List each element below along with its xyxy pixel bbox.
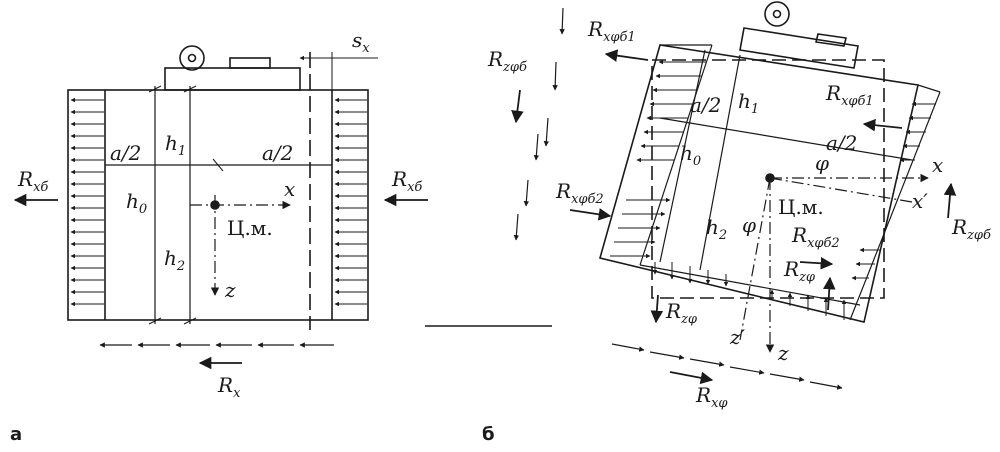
label-rxb-left: Rxб (17, 167, 48, 195)
label-a-half-left: a/2 (110, 141, 141, 165)
panel-a-labels: Rxб Rxб sx a/2 a/2 h1 h0 h2 x z Ц.м. Rx … (10, 28, 422, 445)
panel-b-a-half-line (659, 117, 913, 161)
label-rzphi-mid: Rzφ (783, 257, 816, 285)
label-z-prime: z′ (729, 325, 746, 349)
label-rzphib-right: Rzφб (951, 215, 991, 243)
label-center-mass: Ц.м. (227, 216, 273, 240)
label-rzphib-left: Rzφб (487, 47, 527, 75)
label-rxphib1-top: Rxφб1 (587, 17, 636, 45)
label-center-mass-b: Ц.м. (778, 195, 824, 219)
label-rxphi: Rxφ (695, 383, 728, 411)
panel-b-rxphib1-top-arrow (604, 49, 649, 62)
panel-a-vehicle-cab (229, 57, 271, 69)
label-h2-b: h2 (706, 215, 727, 243)
label-x-axis-b: x (932, 153, 943, 177)
panel-b-labels: Rxφб1 Rzφб Rxφб1 a/2 h1 a/2 h0 φ x Rxφб2… (482, 17, 991, 445)
label-rxphib2-left: Rxφб2 (555, 179, 604, 207)
label-h1: h1 (165, 131, 186, 159)
panel-b-rzphib-right-arrow (943, 182, 957, 219)
panel-b-right-pressure-arrows (851, 101, 936, 281)
panel-b-vehicle-body (739, 27, 859, 69)
label-rx: Rx (217, 373, 241, 401)
label-z-axis: z (224, 278, 236, 302)
label-h1-b: h1 (738, 89, 759, 117)
label-rzphi-bottom: Rzφ (665, 299, 698, 327)
panel-b-left-pressure-arrows (636, 59, 706, 163)
panel-b-rzphi-mid-arrow (823, 276, 836, 311)
panel-b-rxphib2-left-arrow (569, 208, 612, 221)
panel-b-rxphi-arrow (669, 371, 714, 385)
label-a-half-right-b: a/2 (826, 131, 857, 155)
panel-b (511, 1, 957, 390)
panel-b-h1-line (659, 49, 706, 263)
panel-b-x-prime-axis (769, 177, 913, 203)
label-phi-mid: φ (742, 213, 756, 237)
panel-b-rxphib2-right-arrow (799, 257, 834, 270)
panel-b-vehicle-cab (815, 33, 847, 47)
label-h2: h2 (164, 246, 185, 274)
panel-b-tag: б (482, 424, 495, 445)
panel-b-left-vertical-arrows (513, 7, 565, 241)
label-z-axis-b: z (777, 341, 789, 365)
panel-b-z-prime-axis (739, 177, 771, 341)
panel-a-center-of-mass (210, 200, 220, 210)
label-x-prime: x′ (912, 189, 928, 213)
panel-a-left-pressure-arrows (70, 97, 104, 307)
panel-a-vehicle-hub (187, 53, 197, 63)
panel-a-right-pressure-arrows (334, 97, 367, 307)
panel-a (13, 45, 428, 370)
panel-b-vehicle-hub (772, 9, 782, 19)
label-rxb-right: Rxб (391, 167, 422, 195)
panel-b-rxphib1-right-arrow (862, 118, 903, 132)
label-rxphib2-right: Rxφб2 (791, 223, 840, 251)
panel-b-bottom-pressure-arrows (652, 262, 847, 320)
panel-b-center-of-mass (765, 173, 775, 183)
panel-b-h2-line (699, 54, 741, 271)
label-x-axis: x (284, 177, 295, 201)
label-phi-top: φ (815, 151, 829, 175)
panel-b-rzphib-left-arrow (511, 89, 524, 124)
panel-a-vehicle-body (164, 67, 301, 91)
label-h0: h0 (126, 189, 147, 217)
panel-b-left-lower-arrows (610, 197, 671, 259)
label-sx: sx (352, 28, 370, 56)
label-rxphib1-right: Rxφб1 (825, 81, 874, 109)
label-h0-b: h0 (680, 141, 701, 169)
panel-b-friction-arrows (611, 343, 843, 390)
panel-b-rzphi-bottom-arrow (650, 294, 664, 324)
panel-a-tag: а (10, 424, 22, 445)
label-a-half-left-b: a/2 (690, 93, 721, 117)
label-a-half-right: a/2 (262, 141, 293, 165)
panel-b-rotated-body (599, 44, 919, 323)
panel-a-vehicle-wheel (179, 45, 205, 71)
panel-b-vehicle-wheel (764, 1, 790, 27)
